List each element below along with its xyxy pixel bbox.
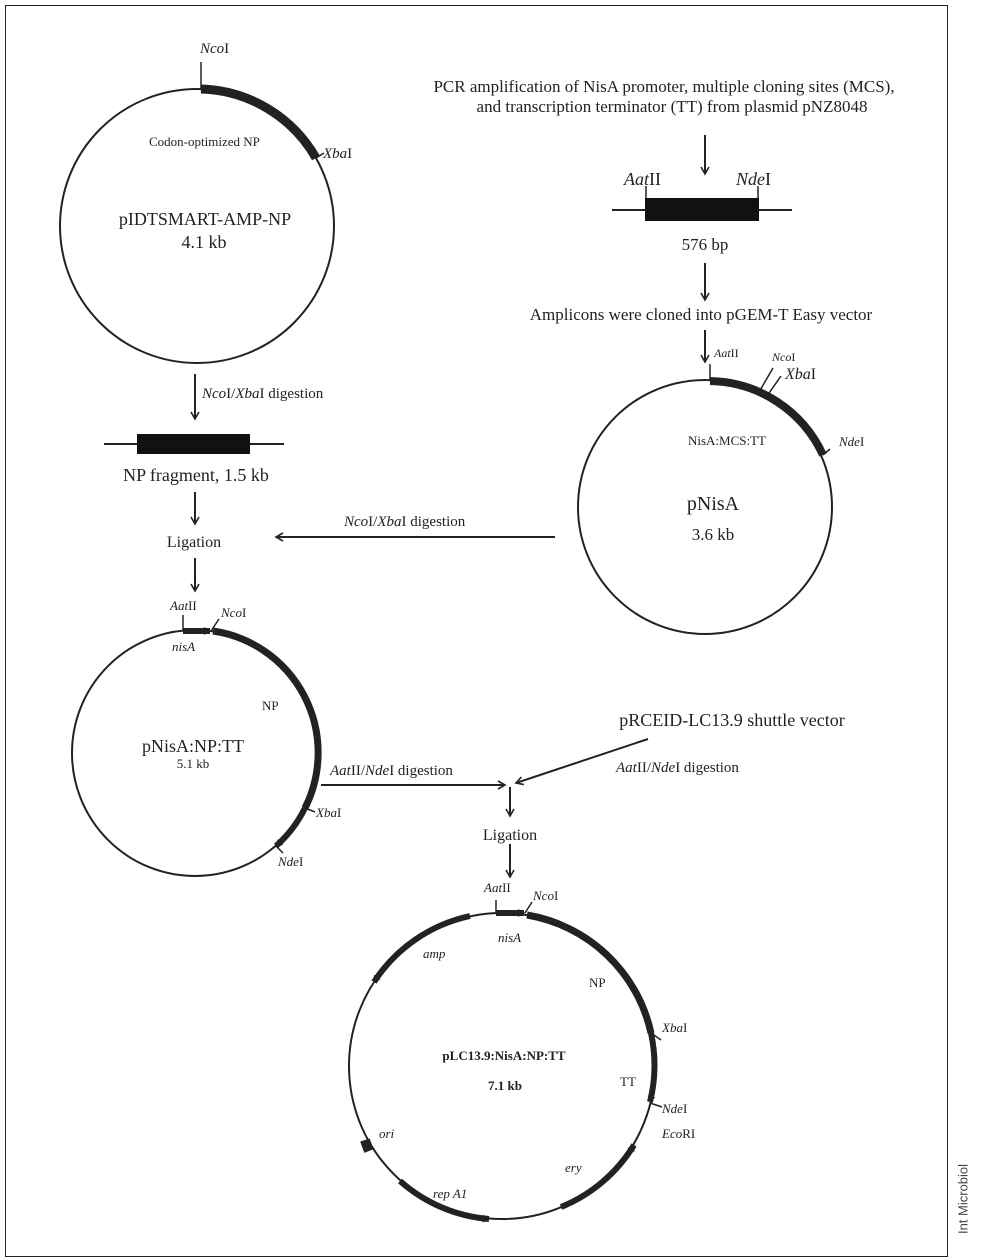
site-tick-nco <box>758 367 774 393</box>
pcr-text-line1: PCR amplification of NisA promoter, mult… <box>433 77 894 96</box>
plasmid-tt-arc <box>273 806 308 849</box>
plasmid-pidtsmart: NcoI XbaI Codon-optimized NP pIDTSMART-A… <box>59 41 352 364</box>
gene-label-nisa: nisA <box>498 930 521 945</box>
insert-label: Codon-optimized NP <box>149 134 260 149</box>
insert-label: NisA:MCS:TT <box>688 433 766 448</box>
site-tick-nde <box>275 845 284 854</box>
plasmid-rep-arc <box>398 1178 490 1223</box>
site-label-eco: EcoRI <box>661 1126 695 1141</box>
plasmid-tt-arc <box>647 1032 658 1103</box>
site-label-nde: NdeI <box>277 854 303 869</box>
arrow-diagonal-shuttle <box>514 738 649 786</box>
site-label-xba: XbaI <box>315 805 341 820</box>
site-label-nco: NcoI <box>532 888 558 903</box>
gene-label-rep: rep A1 <box>433 1186 467 1201</box>
journal-watermark: Int Microbiol <box>949 1140 977 1258</box>
ligation-label-bottom: Ligation <box>483 827 537 844</box>
site-tick-xba <box>766 375 782 397</box>
plasmid-name: pNisA <box>687 493 740 515</box>
site-label-xba: XbaI <box>661 1020 687 1035</box>
figure-frame <box>5 5 948 1257</box>
plasmid-size: 4.1 kb <box>182 232 227 252</box>
step-label-aat-digestion-right: AatII/NdeI digestion <box>615 760 739 776</box>
plasmid-pnisa-circle <box>577 379 833 635</box>
step-label-digestion-middle: NcoI/XbaI digestion <box>343 514 466 530</box>
plasmid-size: 5.1 kb <box>177 756 210 771</box>
step-label-digestion-left: NcoI/XbaI digestion <box>201 386 324 402</box>
gene-label-tt: TT <box>620 1074 636 1089</box>
site-label-nde: NdeI <box>735 169 771 189</box>
site-label-nco: NcoI <box>199 41 229 57</box>
gene-label-nisa: nisA <box>172 639 195 654</box>
plasmid-np-arc <box>212 627 322 810</box>
plasmid-name: pNisA:NP:TT <box>142 736 244 756</box>
gene-label-ery: ery <box>565 1160 582 1175</box>
fragment-box <box>137 434 250 454</box>
watermark-text: Int Microbiol <box>955 1163 971 1235</box>
amplicon-size: 576 bp <box>682 235 729 254</box>
step-label-aat-digestion-left: AatII/NdeI digestion <box>329 763 453 779</box>
site-label-nde: NdeI <box>661 1101 687 1116</box>
gene-label-np: NP <box>589 975 606 990</box>
site-tick-xba <box>315 152 325 159</box>
site-tick-xba <box>304 807 316 813</box>
plasmid-np-arc <box>526 911 655 1034</box>
plasmid-pnisa-insert <box>709 377 827 457</box>
site-tick-nco <box>524 901 533 914</box>
site-label-nco: NcoI <box>771 350 795 364</box>
plasmid-pnisa-np-tt: AatII NcoI XbaI NdeI nisA NP pNisA:NP:TT… <box>71 598 341 877</box>
np-fragment-label: NP fragment, 1.5 kb <box>123 465 269 485</box>
plasmid-size: 7.1 kb <box>488 1078 522 1093</box>
plasmid-ori-box <box>360 1138 374 1153</box>
site-label-aat: AatII <box>483 880 511 895</box>
site-label-nde: NdeI <box>838 434 864 449</box>
plasmid-pidtsmart-circle <box>59 88 335 364</box>
plasmid-name: pIDTSMART-AMP-NP <box>119 209 291 229</box>
amplicon: AatII NdeI 576 bp <box>612 169 792 254</box>
gene-label-np: NP <box>262 698 279 713</box>
shuttle-vector-label: pRCEID-LC13.9 shuttle vector <box>619 710 844 730</box>
site-label-nco: NcoI <box>220 605 246 620</box>
site-tick-nco <box>210 618 220 632</box>
cloned-text: Amplicons were cloned into pGEM-T Easy v… <box>530 305 873 324</box>
plasmid-pnisa: AatII NcoI XbaI NdeI NisA:MCS:TT pNisA 3… <box>577 346 864 635</box>
plasmid-ery-arc <box>559 1143 637 1210</box>
gene-label-ori: ori <box>379 1126 395 1141</box>
gene-label-amp: amp <box>423 946 446 961</box>
plasmid-size: 3.6 kb <box>692 525 735 544</box>
plasmid-plc13-9: AatII NcoI XbaI NdeI EcoRI amp nisA NP T… <box>348 880 695 1223</box>
amplicon-box <box>645 198 759 221</box>
site-label-aat: AatII <box>713 346 739 360</box>
site-tick-nde <box>649 1102 663 1108</box>
site-tick-nde <box>822 448 831 456</box>
site-tick-xba <box>650 1032 662 1041</box>
ligation-label-left: Ligation <box>167 534 221 551</box>
plasmid-name: pLC13.9:NisA:NP:TT <box>442 1048 565 1063</box>
plasmid-pidtsmart-np-insert <box>200 84 320 161</box>
plasmid-amp-arc <box>371 913 471 984</box>
np-fragment: NP fragment, 1.5 kb <box>104 434 284 485</box>
site-label-xba: XbaI <box>322 146 352 162</box>
site-label-xba: XbaI <box>784 366 816 383</box>
site-label-aat: AatII <box>623 169 661 189</box>
site-label-aat: AatII <box>169 598 197 613</box>
pcr-text-line2: and transcription terminator (TT) from p… <box>477 97 868 116</box>
